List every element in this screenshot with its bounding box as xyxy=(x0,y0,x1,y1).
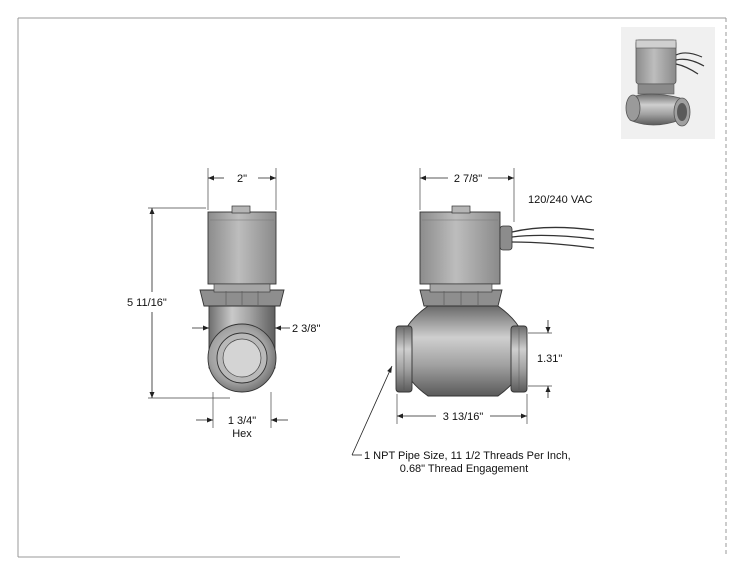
dim-port-height: 1.31" xyxy=(528,320,562,398)
dim-front-width-label: 2" xyxy=(237,173,247,185)
dim-height-label: 5 11/16" xyxy=(127,297,167,309)
isometric-thumbnail xyxy=(621,27,715,139)
thread-note: 1 NPT Pipe Size, 11 1/2 Threads Per Inch… xyxy=(351,365,571,475)
thread-note-line1: 1 NPT Pipe Size, 11 1/2 Threads Per Inch… xyxy=(364,450,571,462)
dim-side-width: 2 7/8" xyxy=(419,168,515,222)
sheet-frame xyxy=(17,17,727,558)
dim-hex-label: Hex xyxy=(232,428,252,440)
dim-front-width: 2" xyxy=(207,168,277,210)
voltage-label: 120/240 VAC xyxy=(528,194,593,206)
dim-height: 5 11/16" xyxy=(127,207,230,399)
dim-side-width-label: 2 7/8" xyxy=(454,173,482,185)
dim-hex: 1 3/4" Hex xyxy=(196,392,288,440)
dim-port-offset-label: 2 3/8" xyxy=(292,323,320,335)
side-view xyxy=(395,205,595,397)
dim-body-length-label: 3 13/16" xyxy=(443,411,484,423)
dim-port-offset: 2 3/8" xyxy=(192,318,320,340)
thread-note-line2: 0.68" Thread Engagement xyxy=(400,463,528,475)
dim-port-height-label: 1.31" xyxy=(537,353,562,365)
front-view xyxy=(199,205,285,393)
dim-body-length: 3 13/16" xyxy=(396,394,528,424)
dim-hex-size-label: 1 3/4" xyxy=(228,415,256,427)
